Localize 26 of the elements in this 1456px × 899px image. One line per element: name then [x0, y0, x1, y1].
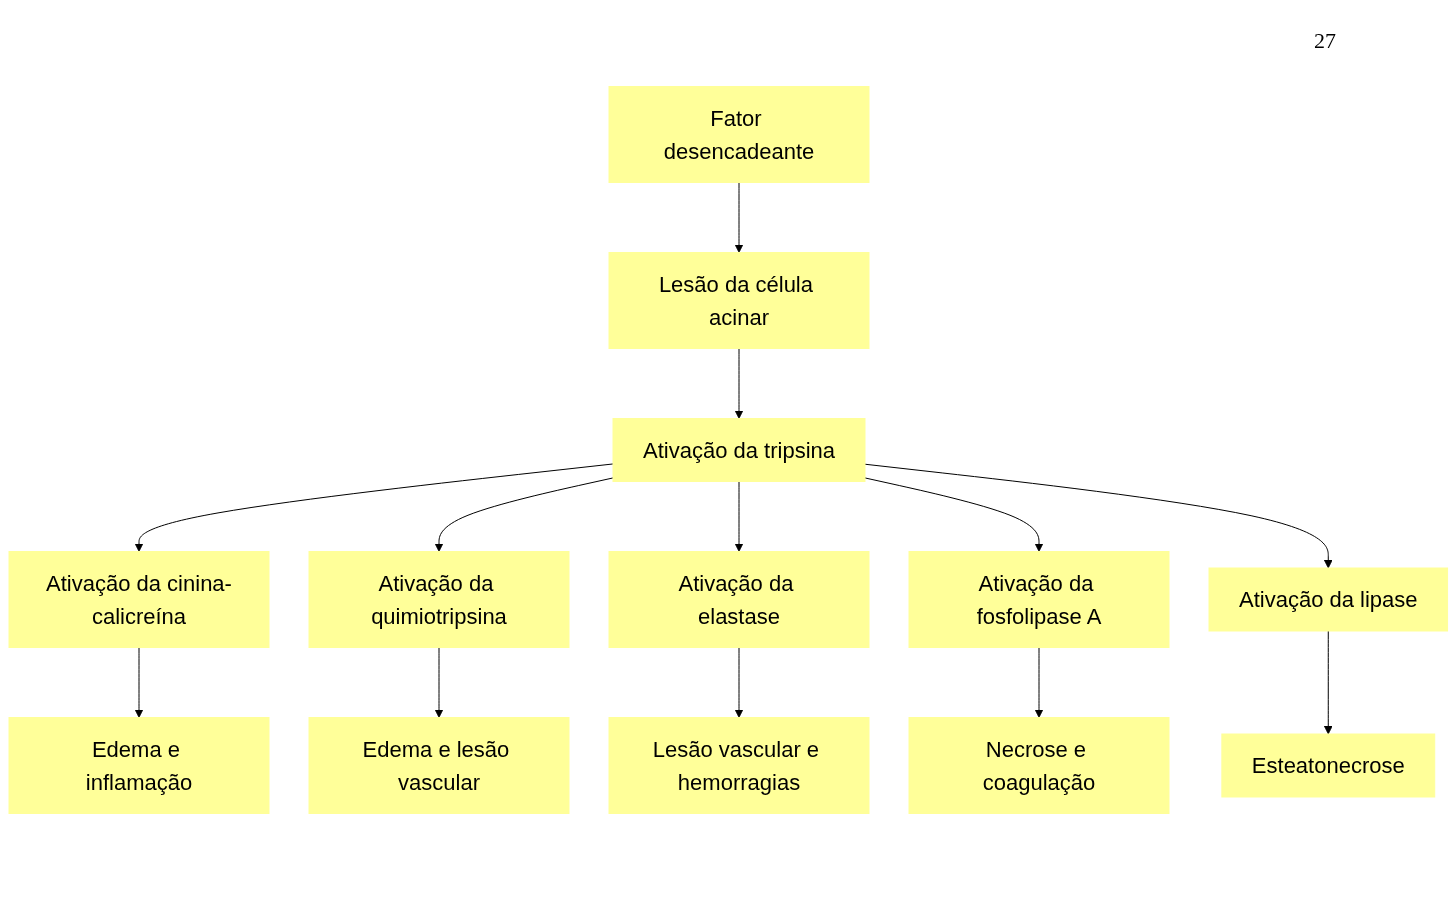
- arrow: [734, 181, 744, 253]
- arrow: [864, 463, 1333, 568]
- page-number: 27: [1314, 28, 1336, 54]
- node-box: Ativação da lipase: [1208, 567, 1448, 631]
- node-box: Ativação da cinina-calicreína: [8, 550, 270, 648]
- arrow: [134, 646, 144, 718]
- node-box: Ativação da tripsina: [612, 417, 866, 482]
- arrow: [434, 646, 444, 718]
- node-box: Edema e lesão vascular: [308, 716, 570, 814]
- arrow: [864, 476, 1044, 552]
- node-box: Edema e inflamação: [8, 716, 270, 814]
- node-box: Ativação da quimiotripsina: [308, 550, 570, 648]
- node-box: Lesão da célula acinar: [608, 251, 870, 349]
- arrow: [734, 480, 744, 552]
- arrow: [134, 462, 614, 552]
- node-box: Esteatonecrose: [1221, 733, 1435, 797]
- arrow: [434, 476, 614, 552]
- node-box: Necrose e coagulação: [908, 716, 1170, 814]
- node-box: Lesão vascular e hemorragias: [608, 716, 870, 814]
- node-box: Ativação da fosfolipase A: [908, 550, 1170, 648]
- arrow: [734, 347, 744, 419]
- node-box: Ativação da elastase: [608, 550, 870, 648]
- arrow: [734, 646, 744, 718]
- node-box: Fator desencadeante: [608, 85, 870, 183]
- arrow: [1034, 646, 1044, 718]
- arrow: [1323, 630, 1333, 734]
